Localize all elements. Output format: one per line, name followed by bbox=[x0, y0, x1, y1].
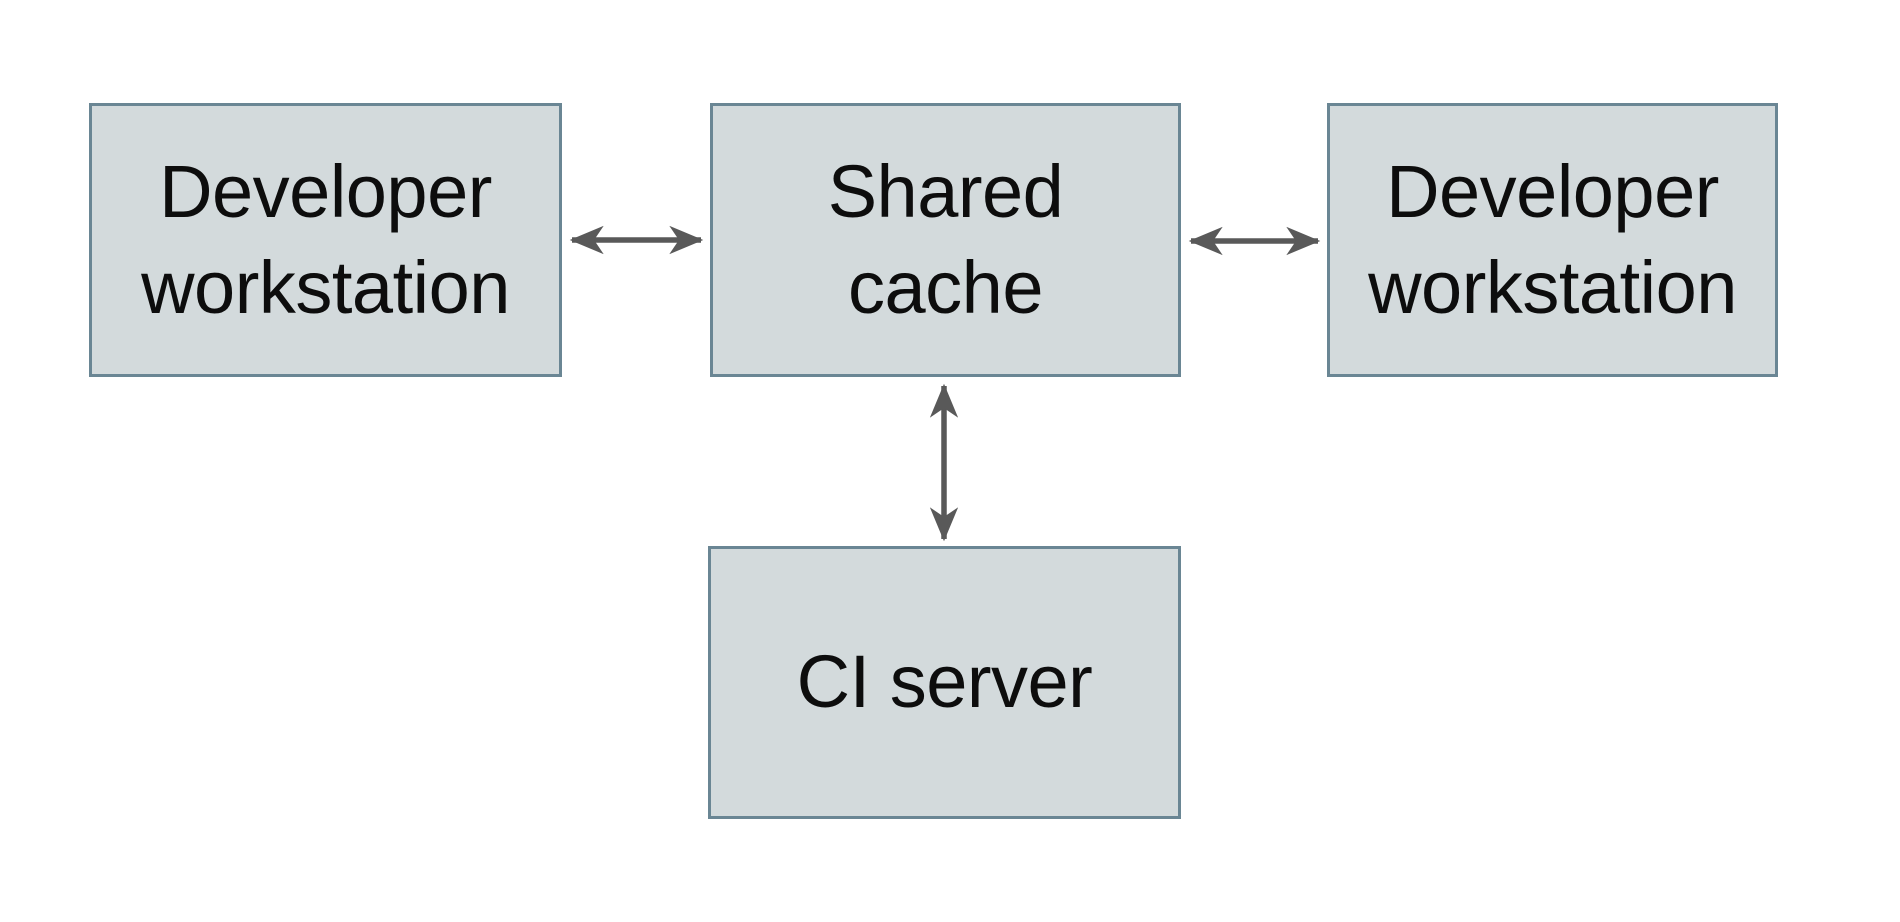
node-ci-server: CI server bbox=[708, 546, 1181, 819]
node-label: CI server bbox=[796, 640, 1093, 724]
node-label: Shared cache bbox=[827, 149, 1064, 329]
node-shared-cache: Shared cache bbox=[710, 103, 1181, 377]
node-label: Developer workstation bbox=[1368, 149, 1737, 329]
node-developer-workstation-right: Developer workstation bbox=[1327, 103, 1778, 377]
node-developer-workstation-left: Developer workstation bbox=[89, 103, 562, 377]
node-label: Developer workstation bbox=[141, 149, 510, 329]
